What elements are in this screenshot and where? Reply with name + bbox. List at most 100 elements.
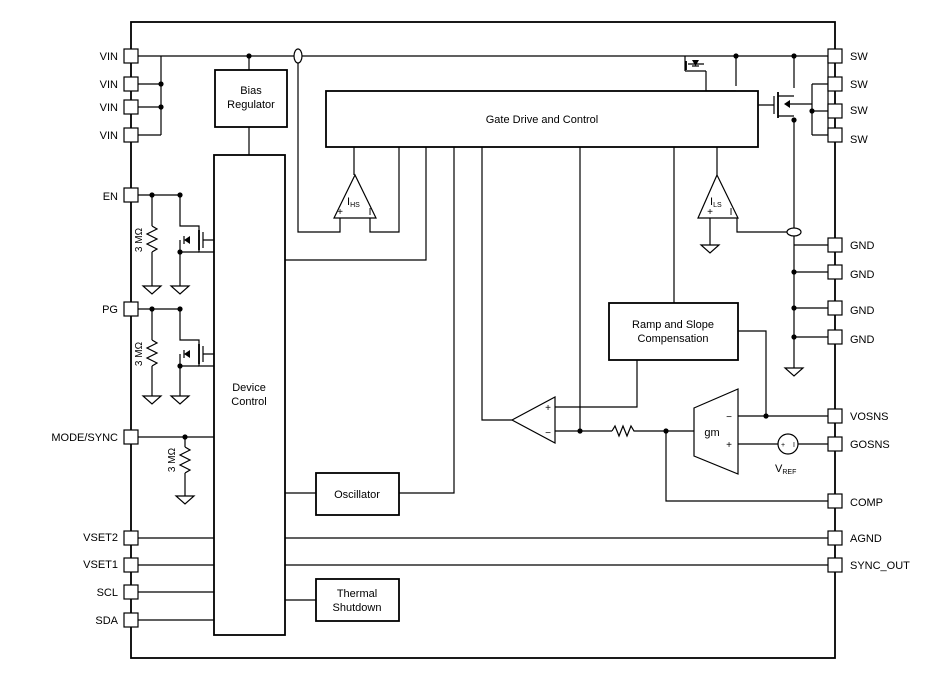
- gm-label: gm: [704, 427, 719, 439]
- pin-vosns: [827, 408, 843, 424]
- pg-resistor: 3 MΩ: [134, 339, 159, 367]
- thermal-shutdown-block: Thermal Shutdown: [315, 578, 400, 622]
- pin-label-sda: SDA: [95, 615, 118, 627]
- vref-minus: I: [793, 442, 795, 449]
- ihs-amplifier: IHS + I: [333, 173, 377, 219]
- ils-amplifier: ILS + I: [697, 173, 739, 219]
- ihs-label: IHS: [347, 196, 360, 209]
- gate-drive-block: Gate Drive and Control: [325, 90, 759, 148]
- pin-pg: [123, 301, 139, 317]
- pin-label-sw2: SW: [850, 79, 868, 91]
- thermal-shutdown-line1: Thermal: [337, 588, 377, 600]
- pin-agnd: [827, 530, 843, 546]
- pin-gnd1: [827, 237, 843, 253]
- junction-dots: [149, 53, 815, 440]
- pin-label-vset1: VSET1: [83, 559, 118, 571]
- pin-label-gnd2: GND: [850, 269, 875, 281]
- ihs-plus: +: [337, 207, 343, 218]
- pin-syncout: [827, 557, 843, 573]
- device-control-block: Device Control: [213, 154, 286, 636]
- ils-plus: +: [707, 207, 713, 218]
- gm-minus: −: [726, 412, 732, 423]
- pin-label-scl: SCL: [97, 587, 118, 599]
- pin-label-pg: PG: [102, 304, 118, 316]
- low-side-mosfet: [758, 92, 794, 118]
- pin-label-sw1: SW: [850, 51, 868, 63]
- right-pins: [827, 48, 843, 573]
- pin-vin4: [123, 127, 139, 143]
- pin-label-gosns: GOSNS: [850, 439, 890, 451]
- vref-plus: +: [781, 442, 785, 449]
- pin-scl: [123, 584, 139, 600]
- pin-label-syncout: SYNC_OUT: [850, 560, 910, 572]
- pin-vin1: [123, 48, 139, 64]
- thermal-shutdown-line2: Shutdown: [333, 602, 382, 614]
- ils-minus: I: [730, 207, 733, 218]
- left-pins: [123, 48, 139, 628]
- bias-regulator-block: Bias Regulator: [214, 69, 288, 128]
- pin-label-agnd: AGND: [850, 533, 882, 545]
- pwm-comparator: + −: [510, 395, 556, 445]
- gm-amplifier: gm − +: [693, 388, 739, 475]
- pin-gnd3: [827, 300, 843, 316]
- right-pin-labels: SW SW SW SW GND GND GND GND VOSNS GOSNS …: [850, 51, 910, 572]
- pg-resistor-label: 3 MΩ: [134, 341, 145, 366]
- ramp-slope-block: Ramp and Slope Compensation: [608, 302, 739, 361]
- pin-label-sw4: SW: [850, 134, 868, 146]
- vref-label: VREF: [775, 463, 796, 476]
- pin-vin2: [123, 76, 139, 92]
- pin-gnd4: [827, 329, 843, 345]
- pin-label-comp: COMP: [850, 497, 883, 509]
- pg-pulldown-mosfet: [183, 344, 214, 364]
- pin-gnd2: [827, 264, 843, 280]
- pin-label-vin4: VIN: [100, 130, 118, 142]
- pin-sda: [123, 612, 139, 628]
- mode-resistor-label: 3 MΩ: [167, 447, 178, 472]
- pin-label-sw3: SW: [850, 105, 868, 117]
- left-pin-labels: VIN VIN VIN VIN EN PG MODE/SYNC VSET2 VS…: [51, 51, 118, 627]
- pin-gosns: [827, 436, 843, 452]
- comp-resistor: [611, 424, 636, 438]
- ramp-slope-line2: Compensation: [638, 333, 709, 345]
- comparator-plus: +: [545, 403, 551, 414]
- pin-modesync: [123, 429, 139, 445]
- pin-label-vin3: VIN: [100, 102, 118, 114]
- pin-sw3: [827, 103, 843, 119]
- pin-vset1: [123, 557, 139, 573]
- ramp-slope-line1: Ramp and Slope: [632, 319, 714, 331]
- pin-label-vset2: VSET2: [83, 532, 118, 544]
- pin-label-modesync: MODE/SYNC: [51, 432, 118, 444]
- en-resistor-label: 3 MΩ: [134, 227, 145, 252]
- device-control-line1: Device: [232, 382, 266, 394]
- device-control-line2: Control: [231, 396, 266, 408]
- pin-sw4: [827, 127, 843, 143]
- en-resistor: 3 MΩ: [134, 225, 159, 253]
- ground-symbols: [141, 244, 805, 505]
- pin-label-gnd3: GND: [850, 305, 875, 317]
- gate-drive-label: Gate Drive and Control: [486, 114, 599, 126]
- pin-label-en: EN: [103, 191, 118, 203]
- gm-plus: +: [726, 440, 732, 451]
- ils-label: ILS: [710, 196, 722, 209]
- mode-resistor: 3 MΩ: [167, 446, 192, 474]
- pin-label-vosns: VOSNS: [850, 411, 889, 423]
- pin-vset2: [123, 530, 139, 546]
- comparator-minus: −: [545, 428, 551, 439]
- pin-label-vin2: VIN: [100, 79, 118, 91]
- pin-label-gnd1: GND: [850, 240, 875, 252]
- hs-current-sense-loop: [293, 48, 303, 64]
- bias-regulator-line1: Bias: [240, 85, 262, 97]
- pin-en: [123, 187, 139, 203]
- pin-sw1: [827, 48, 843, 64]
- ihs-minus: I: [369, 207, 372, 218]
- oscillator-label: Oscillator: [334, 489, 380, 501]
- pin-vin3: [123, 99, 139, 115]
- pin-comp: [827, 493, 843, 509]
- pin-label-vin1: VIN: [100, 51, 118, 63]
- high-side-mosfet: [685, 60, 736, 92]
- en-pulldown-mosfet: [183, 230, 214, 250]
- ls-current-sense-loop: [786, 227, 802, 237]
- bias-regulator-line2: Regulator: [227, 99, 275, 111]
- pin-label-gnd4: GND: [850, 334, 875, 346]
